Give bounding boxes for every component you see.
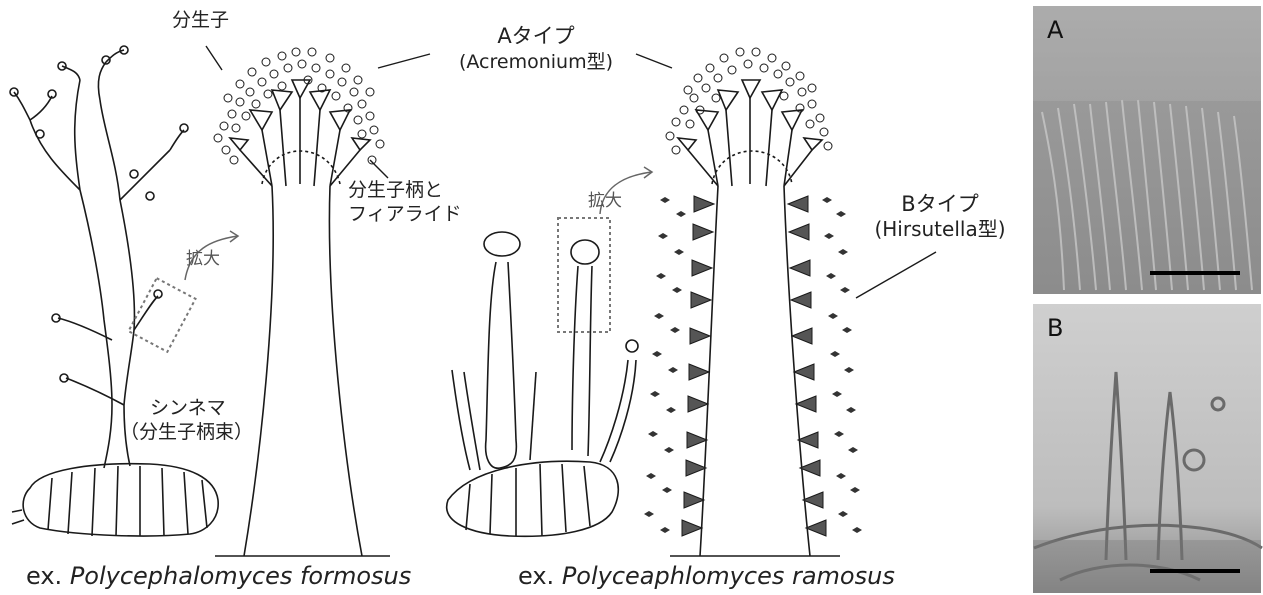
synnema-label: シンネマ <box>150 398 226 420</box>
enlarge-label-middle: 拡大 <box>588 192 622 212</box>
conidia-label: 分生子 <box>172 10 229 32</box>
middle-enlarge-box <box>558 218 610 332</box>
type-a-structure <box>215 80 390 556</box>
type-a-subtitle: (Acremonium型) <box>448 52 624 74</box>
type-a-leader-right <box>636 54 672 68</box>
synnema-sublabel: （分生子柄束） <box>120 422 253 444</box>
photo-b-panel: B <box>1033 304 1261 593</box>
type-b-leader <box>856 252 936 298</box>
phialide-label-line1: 分生子柄と <box>348 180 443 202</box>
type-a-title: Aタイプ <box>448 24 624 48</box>
caption-left: ex. Polycephalomyces formosus <box>26 562 411 590</box>
conidia-leader <box>206 46 222 70</box>
photo-a-letter: A <box>1047 16 1063 44</box>
type-a-leader-left <box>378 54 430 68</box>
type-b-subtitle: (Hirsutella型) <box>852 218 1028 241</box>
photo-a-panel: A <box>1033 6 1261 294</box>
photo-b-letter: B <box>1047 314 1063 342</box>
type-b-title: Bタイプ <box>862 192 1018 216</box>
caption-right-species: Polyceaphlomyces ramosus <box>562 562 895 590</box>
phialide-label-line2: フィアライド <box>348 204 462 226</box>
phialide-leader <box>370 160 388 178</box>
caption-left-prefix: ex. <box>26 562 70 590</box>
left-synnema-drawing <box>10 46 218 536</box>
caption-right: ex. Polyceaphlomyces ramosus <box>518 562 895 590</box>
caption-left-species: Polycephalomyces formosus <box>70 562 411 590</box>
middle-synnema-drawing <box>447 232 638 536</box>
type-b-spores <box>644 197 862 533</box>
caption-right-prefix: ex. <box>518 562 562 590</box>
type-b-structure <box>670 80 840 556</box>
enlarge-label-left: 拡大 <box>186 250 220 270</box>
left-enlarge-box <box>128 278 195 352</box>
